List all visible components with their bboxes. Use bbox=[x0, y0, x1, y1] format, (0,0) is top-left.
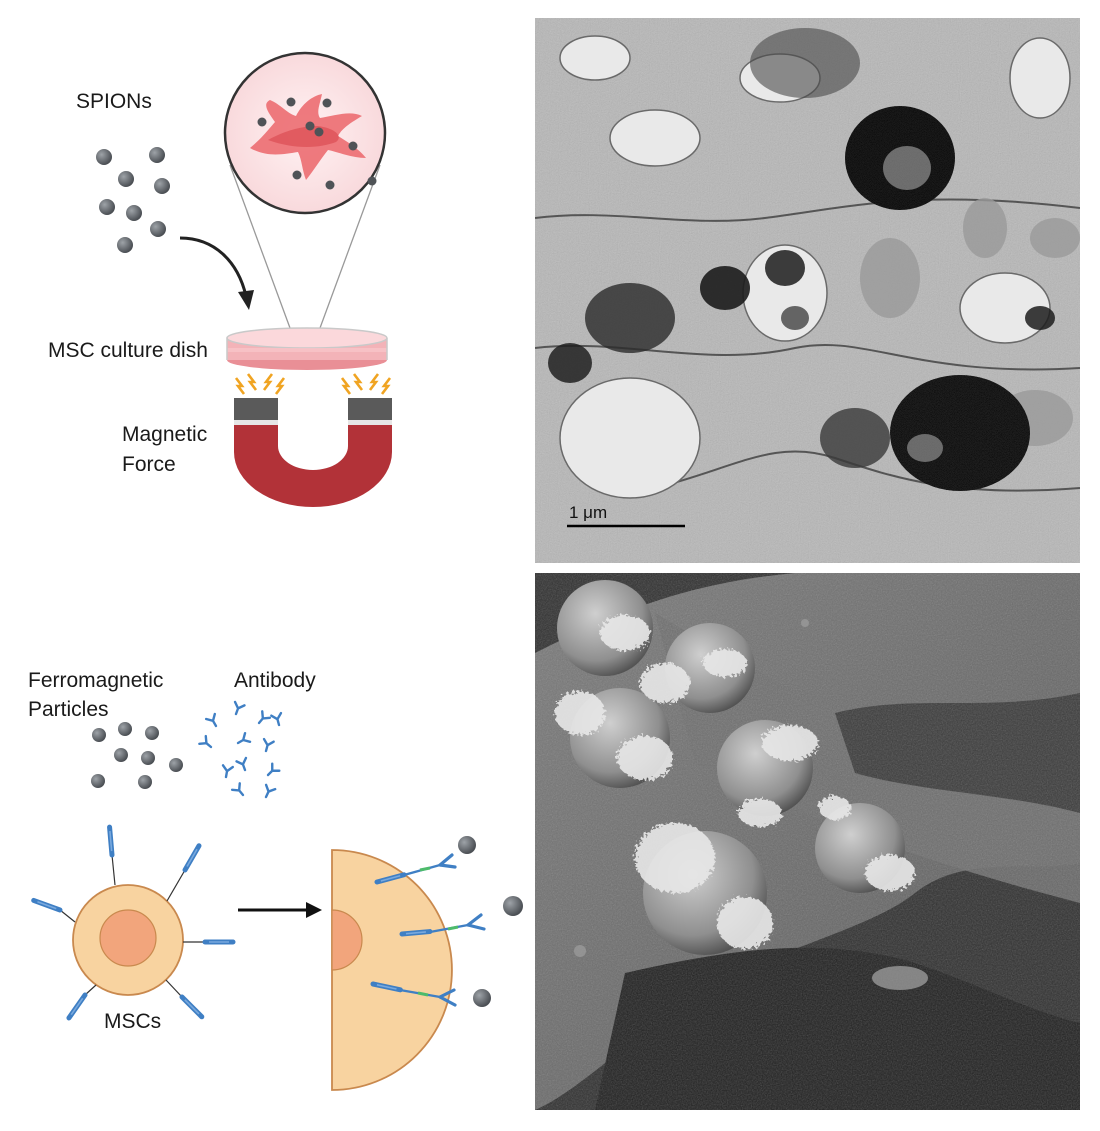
antibody-targeting-schematic: Ferromagnetic Particles Antibody MSCs bbox=[0, 565, 530, 1131]
sem-micrograph bbox=[535, 573, 1080, 1110]
labeled-half-cell-icon bbox=[332, 836, 523, 1090]
curved-arrow-icon bbox=[180, 238, 254, 310]
culture-dish-icon bbox=[227, 328, 387, 370]
spion-labeling-schematic: SPIONs MSC culture dish Magnetic Force bbox=[0, 0, 530, 565]
spion-schematic-graphic bbox=[0, 0, 530, 565]
horseshoe-magnet-icon bbox=[234, 398, 392, 507]
spion-particles bbox=[96, 147, 170, 253]
sem-image bbox=[535, 573, 1080, 1110]
msc-cell-icon bbox=[34, 827, 233, 1018]
scale-bar-label: 1 μm bbox=[569, 502, 607, 524]
tem-image bbox=[535, 18, 1080, 563]
zoomed-cell-circle bbox=[225, 53, 385, 213]
antibody-schematic-graphic bbox=[0, 565, 530, 1131]
right-arrow-icon bbox=[238, 902, 322, 918]
free-antibodies bbox=[199, 702, 283, 799]
tem-micrograph: 1 μm bbox=[535, 18, 1080, 563]
force-spark-icons bbox=[236, 374, 390, 394]
ferromagnetic-particles bbox=[91, 722, 183, 789]
